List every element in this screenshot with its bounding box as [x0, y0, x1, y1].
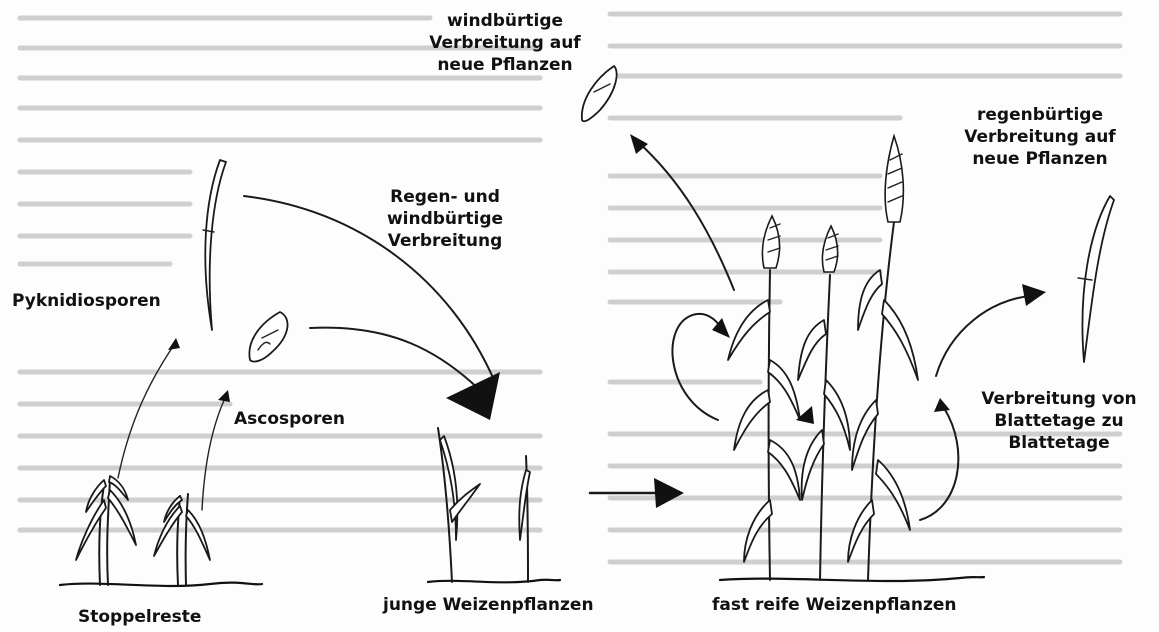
rain-wind-spread-line-3: Verbreitung [360, 230, 530, 252]
mature-plants-label: fast reife Weizenpflanzen [712, 594, 957, 616]
stubble-label: Stoppelreste [78, 606, 201, 628]
wind-spread-line-3: neue Pflanzen [405, 54, 605, 76]
rain-wind-spread-line-2: windbürtige [360, 208, 530, 230]
rain-spread-line-3: neue Pflanzen [940, 148, 1140, 170]
rain-spread-new-plants-label: regenbürtige Verbreitung auf neue Pflanz… [940, 104, 1140, 170]
pycnidiospores-label: Pyknidiosporen [12, 290, 161, 312]
leaf-to-leaf-line-3: Blattetage [964, 432, 1154, 454]
leaf-to-leaf-label: Verbreitung von Blattetage zu Blattetage [964, 388, 1154, 454]
rain-spread-line-2: Verbreitung auf [940, 126, 1140, 148]
arrows [118, 134, 1046, 520]
leaf-to-leaf-line-2: Blattetage zu [964, 410, 1154, 432]
wind-spread-new-plants-label: windbürtige Verbreitung auf neue Pflanze… [405, 10, 605, 76]
rain-wind-spread-label: Regen- und windbürtige Verbreitung [360, 186, 530, 252]
leaf-to-leaf-line-1: Verbreitung von [964, 388, 1154, 410]
wind-spread-line-2: Verbreitung auf [405, 32, 605, 54]
rain-wind-spread-line-1: Regen- und [360, 186, 530, 208]
young-wheat-plants [428, 428, 560, 582]
mature-wheat-plants [720, 136, 984, 581]
young-plants-label: junge Weizenpflanzen [383, 594, 594, 616]
wind-spread-line-1: windbürtige [405, 10, 605, 32]
ascospores-label: Ascosporen [234, 408, 345, 430]
rain-spread-line-1: regenbürtige [940, 104, 1140, 126]
